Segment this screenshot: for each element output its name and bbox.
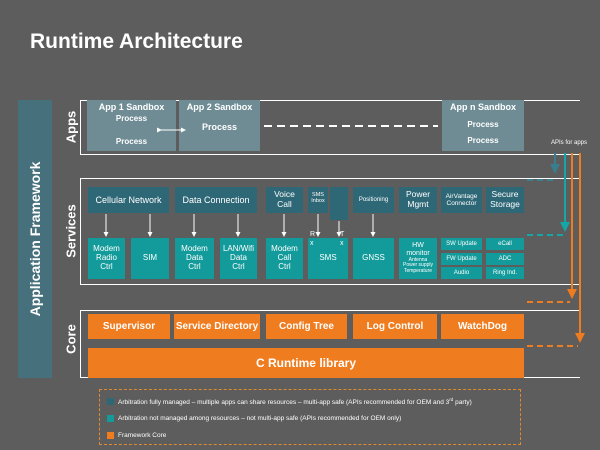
- app-n-process-a: Process: [467, 120, 499, 129]
- hw-monitor-service: HW monitor Antenna Power supply Temperat…: [399, 238, 437, 279]
- positioning-service: Positioning: [353, 187, 394, 213]
- fw-update-service: FW Update: [441, 253, 482, 265]
- legend-swatch-teal: [107, 415, 114, 422]
- sms-service: SMS: [308, 238, 348, 279]
- sw-update-service: SW Update: [441, 238, 482, 250]
- app-2-sandbox: App 2 Sandbox Process: [179, 100, 260, 151]
- legend: [99, 389, 521, 445]
- sms-tx-connector: [330, 187, 348, 220]
- airvantage-connector-service: AirVantage Connector: [441, 187, 482, 213]
- legend-text-dark: Arbitration fully managed – multiple app…: [118, 397, 472, 407]
- adc-service: ADC: [486, 253, 524, 265]
- app-1-process-b: Process: [115, 137, 148, 146]
- power-mgmt-service: Power Mgmt: [399, 187, 437, 213]
- modem-call-ctrl: Modem Call Ctrl: [266, 238, 303, 279]
- services-row-bracket: [80, 178, 580, 285]
- lan-wifi-data-ctrl: LAN/Wifi Data Ctrl: [220, 238, 257, 279]
- sms-rx-label: R x: [310, 231, 316, 247]
- ring-ind-service: Ring Ind.: [486, 267, 524, 279]
- cellular-network-service: Cellular Network: [88, 187, 169, 213]
- sms-inbox-service: SMS Inbox: [308, 187, 328, 213]
- app-1-process-a: Process: [115, 114, 148, 123]
- legend-text-teal: Arbitration not managed among resources …: [118, 415, 402, 422]
- legend-swatch-orange: [107, 432, 114, 439]
- supervisor-core: Supervisor: [88, 314, 170, 339]
- app-n-process-b: Process: [467, 136, 499, 145]
- application-framework-bar: [18, 100, 52, 378]
- ecall-service: eCall: [486, 238, 524, 250]
- legend-text-orange: Framework Core: [118, 432, 167, 439]
- gnss-service: GNSS: [353, 238, 394, 279]
- app-n-title: App n Sandbox: [450, 102, 516, 112]
- voice-call-service: Voice Call: [266, 187, 303, 213]
- modem-data-ctrl: Modem Data Ctrl: [175, 238, 214, 279]
- app-n-sandbox: App n Sandbox Process Process: [442, 100, 524, 151]
- log-control-core: Log Control: [353, 314, 437, 339]
- service-directory-core: Service Directory: [174, 314, 260, 339]
- app-2-process: Process: [201, 122, 238, 132]
- page-title: Runtime Architecture: [30, 30, 243, 53]
- app-2-title: App 2 Sandbox: [186, 102, 253, 112]
- data-connection-service: Data Connection: [175, 187, 257, 213]
- app-1-title: App 1 Sandbox: [98, 102, 165, 112]
- sim-service: SIM: [131, 238, 169, 279]
- watchdog-core: WatchDog: [441, 314, 524, 339]
- apps-row-bracket: [80, 100, 580, 155]
- audio-service: Audio: [441, 267, 482, 279]
- secure-storage-service: Secure Storage: [486, 187, 524, 213]
- legend-swatch-dark: [107, 398, 114, 405]
- apis-for-apps-label: APIs for apps: [551, 140, 588, 146]
- c-runtime-library: C Runtime library: [88, 348, 524, 378]
- hw-monitor-title: HW monitor: [406, 242, 430, 257]
- app-1-sandbox: App 1 Sandbox Process Process: [87, 100, 176, 151]
- hw-monitor-subtitle: Antenna Power supply Temperature: [402, 256, 433, 275]
- modem-radio-ctrl: Modem Radio Ctrl: [88, 238, 125, 279]
- config-tree-core: Config Tree: [266, 314, 347, 339]
- sms-tx-label: T x: [340, 231, 345, 247]
